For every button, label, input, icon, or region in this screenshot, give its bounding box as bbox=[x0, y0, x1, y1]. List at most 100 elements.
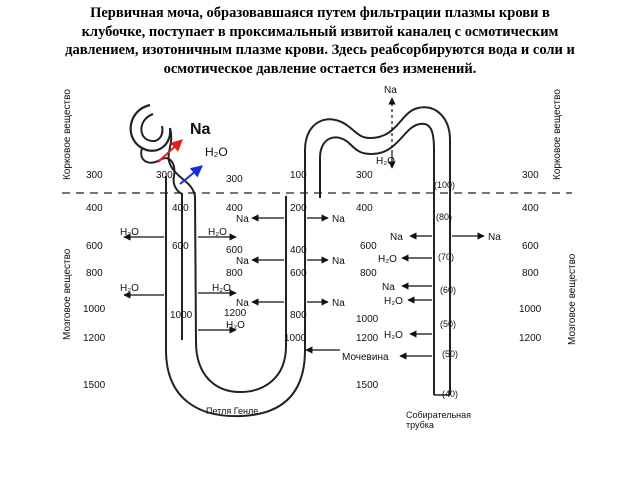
caption-line-4: осмотическое давление остается без измен… bbox=[163, 60, 477, 77]
loop-of-henle-inner bbox=[195, 196, 287, 394]
left-scale-value: 400 bbox=[86, 203, 103, 214]
zone-label-cortex-right: Корковое вещество bbox=[552, 89, 563, 180]
left-scale-value: 1000 bbox=[83, 304, 106, 315]
duct-values: (100) (80) (70) (60) (50) (50) (40) bbox=[434, 180, 458, 399]
inner-water-arrows: H₂O H₂O H₂O bbox=[198, 227, 245, 334]
column-a: 300 400 600 bbox=[156, 170, 189, 252]
na-label: Na bbox=[390, 232, 403, 243]
column-c: 100 200 400 600 800 1000 bbox=[284, 170, 307, 344]
col-b-value: 400 bbox=[226, 203, 243, 214]
caption-line-3: давлением, изотоничным плазме крови. Зде… bbox=[65, 42, 575, 58]
col-d-value: 1200 bbox=[356, 333, 379, 344]
right-scale: 300 400 600 800 1000 1200 bbox=[519, 170, 542, 344]
h2o-label: H₂O bbox=[212, 283, 231, 294]
col-d-value: 400 bbox=[356, 203, 373, 214]
thick-ascending-na-arrows: Na Na Na bbox=[307, 214, 345, 309]
na-big-label: Na bbox=[190, 121, 211, 138]
zone-label-medulla-left: Мозговое вещество bbox=[62, 248, 73, 340]
right-scale-value: 800 bbox=[522, 268, 539, 279]
duct-value: (70) bbox=[438, 252, 454, 262]
h2o-label: H₂O bbox=[226, 320, 245, 331]
proximal-tubule bbox=[140, 147, 183, 340]
right-scale-value: 600 bbox=[522, 241, 539, 252]
ascending-na-arrows: Na Na Na bbox=[236, 214, 284, 309]
col-c-value: 1000 bbox=[284, 333, 307, 344]
col-d-value: 600 bbox=[360, 241, 377, 252]
na-label: Na bbox=[382, 282, 395, 293]
collecting-duct-label-1: Собирательная bbox=[406, 410, 471, 420]
left-scale-value: 1200 bbox=[83, 333, 106, 344]
zone-label-cortex-left: Корковое вещество bbox=[62, 89, 73, 180]
col-d-value: 800 bbox=[360, 268, 377, 279]
col-b-value: 800 bbox=[226, 268, 243, 279]
right-scale-value: 300 bbox=[522, 170, 539, 181]
right-scale-value: 1200 bbox=[519, 333, 542, 344]
col-d-value: 300 bbox=[356, 170, 373, 181]
left-scale-value: 1500 bbox=[83, 380, 106, 391]
na-label: Na bbox=[488, 232, 501, 243]
col-b-value: 300 bbox=[226, 174, 243, 185]
caption: Первичная моча, образовавшаяся путем фил… bbox=[0, 4, 640, 78]
right-scale-value: 1000 bbox=[519, 304, 542, 315]
loop-of-henle-label: Петля Генле bbox=[206, 406, 258, 416]
duct-right-arrows: Na bbox=[452, 232, 501, 243]
loop-of-henle-outer bbox=[165, 176, 306, 418]
h2o-label: H₂O bbox=[120, 227, 139, 238]
col-b-value: 1200 bbox=[224, 308, 247, 319]
col-c-value: 100 bbox=[290, 170, 307, 181]
h2o-label: H₂O bbox=[384, 330, 403, 341]
caption-line-2: клубочке, поступает в проксимальный изви… bbox=[81, 23, 559, 40]
left-scale: 300 400 600 800 1000 1200 1500 bbox=[83, 170, 106, 391]
distal-tubule-arch-inner bbox=[319, 122, 435, 395]
duct-value: (60) bbox=[440, 285, 456, 295]
col-a-value: 300 bbox=[156, 170, 173, 181]
descending-water-arrows: H₂O H₂O bbox=[120, 227, 164, 299]
urea-label: Мочевина bbox=[342, 352, 389, 363]
h2o-label: H₂O bbox=[384, 296, 403, 307]
col-c-value: 800 bbox=[290, 310, 307, 321]
duct-value: (100) bbox=[434, 180, 455, 190]
na-label: Na bbox=[332, 256, 345, 267]
na-label: Na bbox=[384, 85, 397, 96]
na-efflux-arrow bbox=[157, 139, 183, 163]
col-b-value: 1000 bbox=[170, 310, 193, 321]
na-label: Na bbox=[236, 298, 249, 309]
h2o-label: H₂O bbox=[378, 254, 397, 265]
column-b: 300 400 600 800 1000 1200 bbox=[170, 174, 247, 321]
duct-value: (50) bbox=[442, 349, 458, 359]
caption-line-1: Первичная моча, образовавшаяся путем фил… bbox=[90, 5, 550, 21]
collecting-duct-label-2: трубка bbox=[406, 420, 434, 430]
na-label: Na bbox=[332, 214, 345, 225]
duct-value: (40) bbox=[442, 389, 458, 399]
left-scale-value: 800 bbox=[86, 268, 103, 279]
h2o-label: H₂O bbox=[120, 283, 139, 294]
distal-tubule-arch bbox=[304, 106, 451, 395]
col-c-value: 600 bbox=[290, 268, 307, 279]
left-scale-value: 300 bbox=[86, 170, 103, 181]
bowman-capsule-inner bbox=[140, 113, 164, 142]
duct-value: (80) bbox=[436, 212, 452, 222]
right-scale-value: 400 bbox=[522, 203, 539, 214]
col-c-value: 200 bbox=[290, 203, 307, 214]
distal-arch-arrows: Na H₂O bbox=[376, 85, 397, 169]
na-label: Na bbox=[236, 214, 249, 225]
na-label: Na bbox=[332, 298, 345, 309]
col-b-value: 600 bbox=[226, 245, 243, 256]
na-label: Na bbox=[236, 256, 249, 267]
left-scale-value: 600 bbox=[86, 241, 103, 252]
col-a-value: 600 bbox=[172, 241, 189, 252]
column-d: 300 400 600 800 1000 1200 1500 bbox=[356, 170, 379, 391]
urea-arrow: Мочевина bbox=[305, 346, 389, 363]
h2o-efflux-arrow bbox=[179, 165, 203, 185]
col-d-value: 1000 bbox=[356, 314, 379, 325]
bowman-capsule bbox=[129, 103, 172, 152]
col-c-value: 400 bbox=[290, 245, 307, 256]
h2o-label: H₂O bbox=[208, 227, 227, 238]
duct-left-arrows: Na H₂O Na H₂O H₂O bbox=[378, 232, 432, 360]
h2o-big-label: H₂O bbox=[205, 145, 228, 159]
duct-value: (50) bbox=[440, 319, 456, 329]
col-d-value: 1500 bbox=[356, 380, 379, 391]
distal-cortex-segment bbox=[246, 160, 286, 300]
zone-label-medulla-right: Мозговое вещество bbox=[567, 253, 578, 345]
